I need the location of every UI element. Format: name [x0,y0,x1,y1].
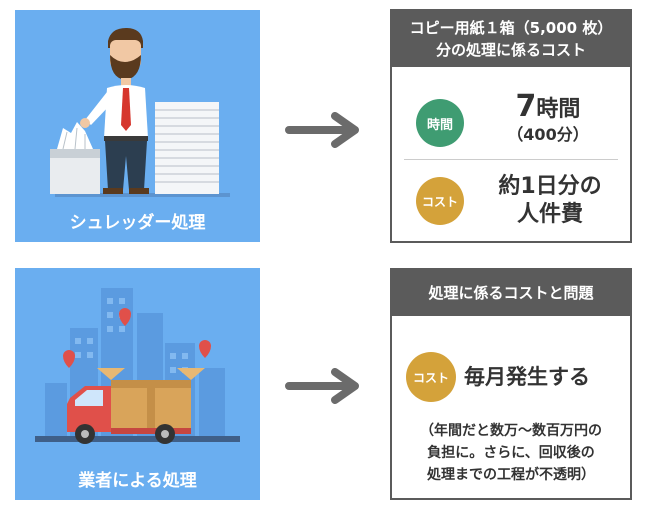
cost-note: （年間だと数万～数百万円の 負担に。さらに、回収後の 処理までの工程が不透明） [396,420,626,486]
map-pin-icon [63,308,211,368]
cost-note-line1: （年間だと数万～数百万円の [420,423,602,439]
card-header: 処理に係るコストと問題 [392,270,630,316]
time-value: 7時間 （400分） [488,92,608,146]
time-value-unit: 時間 [536,97,581,122]
cost-badge: コスト [406,352,456,402]
cost-card-shredder: コピー用紙１箱（5,000 枚） 分の処理に係るコスト 時間 7時間 （400分… [390,9,632,243]
time-value-sub: （400分） [507,125,589,144]
truck-icon [67,368,205,444]
divider [404,159,618,160]
vendor-panel-caption: 業者による処理 [78,471,197,491]
shredder-icon [50,122,100,194]
cost-monthly-text: 毎月発生する [464,365,590,389]
card-header-line1: コピー用紙１箱（5,000 枚） [409,19,613,37]
cost-note-line3: 処理までの工程が不透明） [427,467,595,483]
cost-value-line2: 人件費 [516,202,583,227]
arrow-right-icon [285,112,359,148]
cost-value: 約1日分の 人件費 [480,173,620,229]
arrow-right-icon [285,368,359,404]
shredder-illustration [50,28,230,197]
shredder-panel: シュレッダー処理 [15,10,260,242]
paper-stack-icon [155,102,219,194]
cost-card-vendor: 処理に係るコストと問題 コスト 毎月発生する （年間だと数万～数百万円の 負担に… [390,268,632,500]
cost-value-line1: 約1日分の [498,174,602,199]
time-value-number: 7 [515,89,537,124]
shredder-panel-caption: シュレッダー処理 [69,213,206,233]
card-header: コピー用紙１箱（5,000 枚） 分の処理に係るコスト [392,11,630,67]
time-badge: 時間 [416,99,464,147]
cost-note-line2: 負担に。さらに、回収後の [427,445,595,461]
card-header-line2: 分の処理に係るコスト [435,41,586,59]
businessman-icon [80,28,149,194]
vendor-panel: 業者による処理 [15,268,260,500]
cost-badge: コスト [416,177,464,225]
city-truck-illustration [35,288,240,444]
